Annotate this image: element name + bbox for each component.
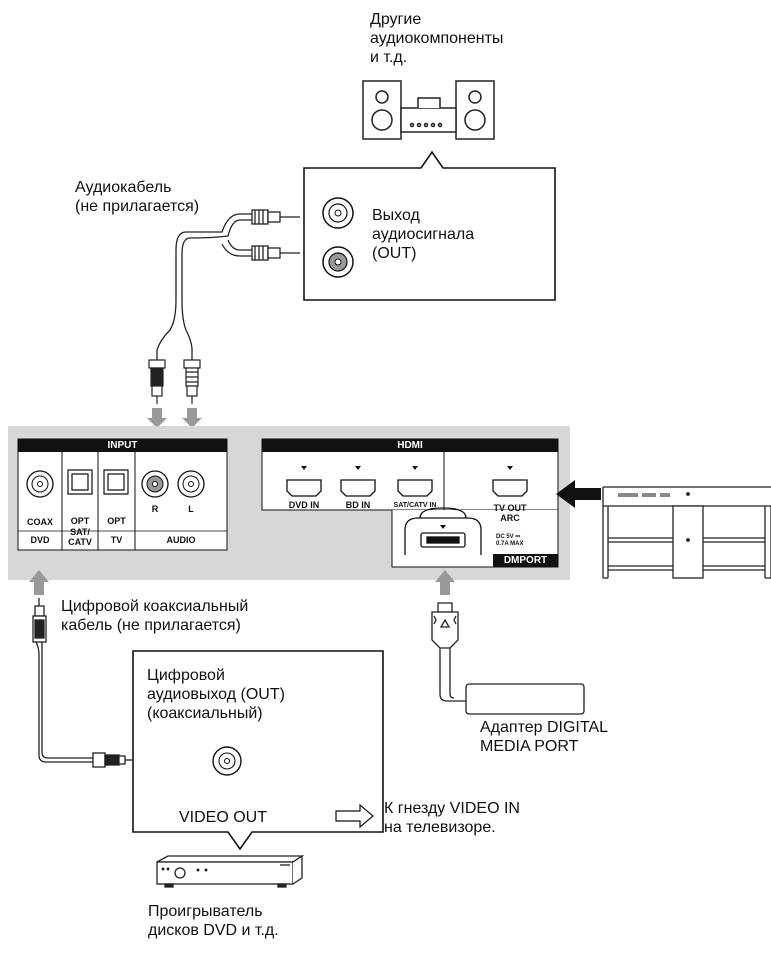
audio-r-label: R (151, 504, 159, 514)
audio-components-label: Другие аудиокомпоненты и т.д. (370, 11, 504, 66)
port-marker-icon (301, 466, 513, 529)
hdmi-header: HDMI (397, 440, 423, 451)
hdmi-port-icon (286, 479, 528, 497)
coax-cable (32, 598, 132, 768)
right-arrow-icon (335, 803, 374, 829)
tv-input-label: TV (110, 535, 123, 545)
adapter-label: Адаптер DIGITAL MEDIA PORT (480, 719, 609, 755)
digital-out-label: Цифровой аудиовыход (OUT) (коаксиальный) (147, 667, 285, 722)
dvd-in-label: DVD IN (288, 500, 320, 510)
audio-label: AUDIO (166, 535, 196, 545)
up-arrow-icon (29, 570, 455, 595)
stereo-system-icon (362, 80, 495, 140)
dvd-callout (132, 650, 384, 851)
left-arrow-icon (556, 480, 601, 508)
audio-l-label: L (188, 504, 194, 514)
dmport-socket (404, 507, 482, 555)
tv-stand-icon (602, 486, 771, 579)
dc-label: DC 5V ⎓ 0.7A MAX (496, 534, 524, 547)
coax-label: COAX (26, 517, 53, 527)
to-tv-label: К гнезду VIDEO IN на телевизоре. (384, 800, 520, 836)
dmport-adapter-icon (431, 602, 585, 715)
dvd-input-label: DVD (30, 535, 50, 545)
opt2-label: OPT (107, 516, 126, 526)
sat-label: SAT/ CATV (68, 527, 92, 547)
audio-cable (156, 209, 300, 360)
audio-output-label: Выход аудиосигнала (OUT) (372, 207, 475, 262)
rca-plug-icon (148, 359, 201, 404)
audio-output-callout (303, 150, 556, 301)
opt1-label: OPT (70, 516, 90, 526)
sat-in-label: SAT/CATV IN (393, 502, 437, 509)
video-out-label: VIDEO OUT (179, 809, 268, 826)
input-section (17, 438, 228, 551)
hdmi-section (261, 438, 559, 568)
player-label: Проигрыватель дисков DVD и т.д. (148, 903, 279, 939)
bd-in-label: BD IN (345, 500, 371, 510)
coax-cable-label: Цифровой коаксиальный кабель (не прилага… (61, 598, 249, 634)
dmport-label: DMPORT (503, 555, 548, 566)
down-arrow-icon (147, 408, 202, 428)
dvd-player-icon (156, 854, 305, 888)
input-header: INPUT (107, 440, 138, 451)
audio-cable-label: Аудиокабель (не прилагается) (75, 179, 200, 215)
tv-out-label: TV OUT ARC (493, 503, 527, 523)
